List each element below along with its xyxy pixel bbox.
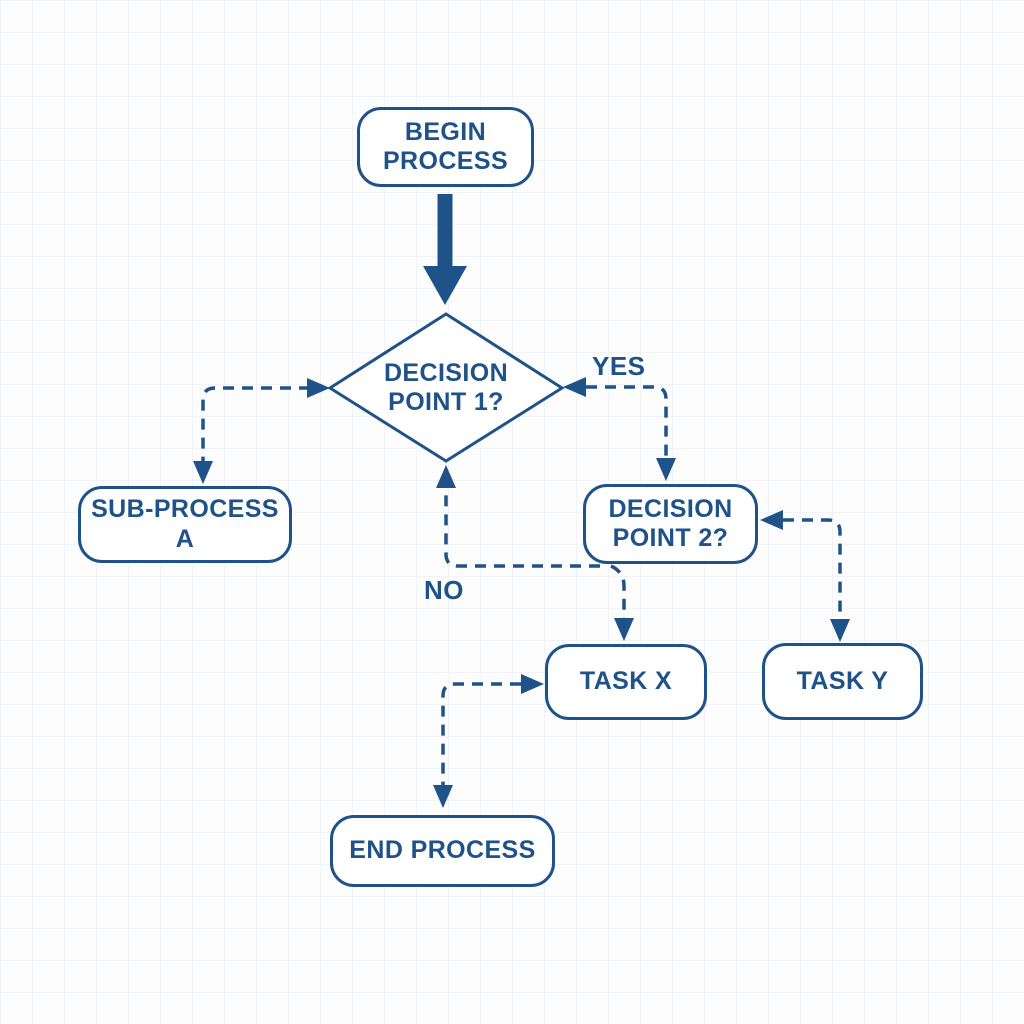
arrowhead-up-icon [436, 465, 456, 488]
node-decision-point-1-label: DECISION POINT 1? [383, 358, 509, 417]
edge-label-yes: YES [592, 351, 646, 381]
edge-label-no: NO [424, 575, 464, 605]
arrowhead-right-icon [307, 378, 330, 398]
node-task-x: TASK X [545, 644, 707, 720]
connector-decision2-to-decision1 [436, 465, 600, 568]
decision1-diamond [327, 312, 565, 463]
node-end-process: END PROCESS [330, 815, 555, 887]
connector-decision2-to-task-y [760, 510, 850, 642]
connector-end-to-task-x [433, 674, 544, 808]
arrowhead-down-icon [423, 266, 467, 305]
arrowhead-down-icon [433, 785, 453, 808]
connector-decision1-to-decision2 [563, 377, 676, 481]
arrowhead-left-icon [760, 510, 783, 530]
arrowhead-down-icon [193, 461, 213, 484]
arrowhead-down-icon [830, 619, 850, 642]
arrowhead-down-icon [656, 458, 676, 481]
connector-decision1-to-subprocess-a [193, 378, 330, 484]
node-sub-process-a: SUB-PROCESS A [78, 486, 292, 563]
arrowhead-down-icon [614, 618, 634, 641]
connector-begin-to-decision1 [423, 194, 467, 305]
node-task-y: TASK Y [762, 643, 923, 720]
connector-decision2-to-task-x [610, 564, 634, 641]
node-begin-process: BEGIN PROCESS [357, 107, 534, 187]
arrowhead-left-icon [563, 377, 586, 397]
arrowhead-right-icon [521, 674, 544, 694]
node-decision-point-2: DECISION POINT 2? [583, 484, 758, 564]
